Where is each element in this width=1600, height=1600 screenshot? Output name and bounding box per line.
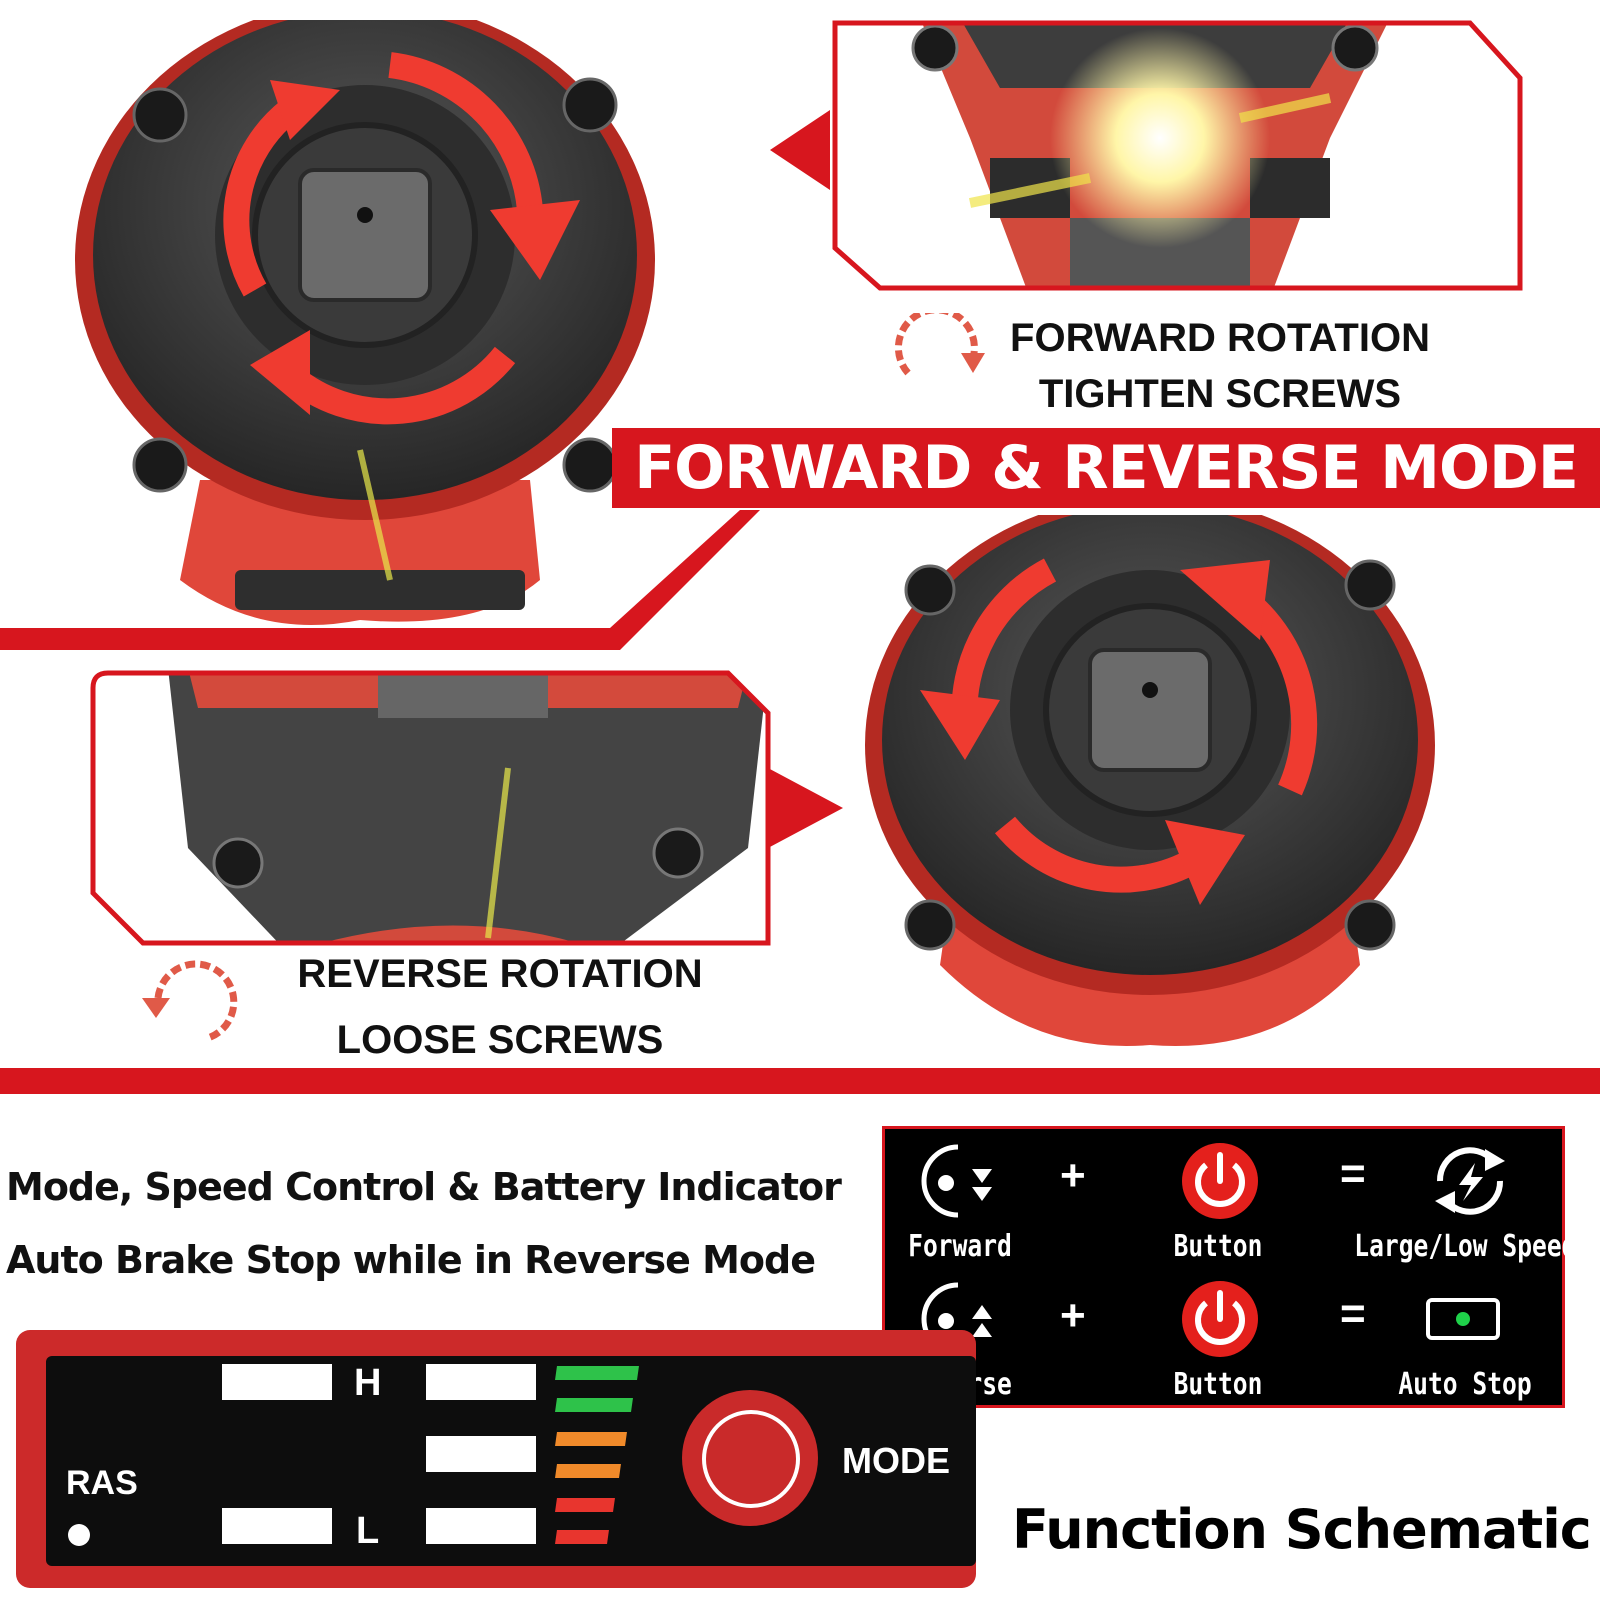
mode-banner-bg xyxy=(612,428,1600,508)
function-schematic-box: Forward + Button = Large/Low Speed Rever… xyxy=(882,1126,1576,1408)
reverse-rotation-subtitle: LOOSE SCREWS xyxy=(336,1018,664,1062)
ras-label: RAS xyxy=(66,1464,138,1502)
battery-bar-1 xyxy=(555,1366,639,1380)
mode-banner-title: FORWARD & REVERSE MODE xyxy=(634,433,1579,503)
mode-button-ring xyxy=(702,1410,800,1508)
schematic-auto-stop-result: Auto Stop xyxy=(1398,1367,1532,1402)
forward-rotation-icon xyxy=(894,313,985,376)
battery-bar-6 xyxy=(555,1530,609,1544)
speed-cycle-icon xyxy=(1435,1147,1505,1215)
low-speed-label: L xyxy=(356,1510,380,1552)
schematic-plus-1: + xyxy=(1060,1151,1086,1200)
section-divider xyxy=(0,1068,1600,1094)
high-speed-label: H xyxy=(354,1362,382,1404)
schematic-equals-2: = xyxy=(1340,1289,1366,1338)
feature-line-auto-brake: Auto Brake Stop while in Reverse Mode xyxy=(6,1238,816,1282)
banner-connector xyxy=(0,510,760,650)
schematic-plus-2: + xyxy=(1060,1291,1086,1340)
auto-stop-led-icon xyxy=(1426,1298,1500,1340)
tool-head-forward-image xyxy=(75,20,655,625)
schematic-speed-result: Large/Low Speed xyxy=(1354,1229,1577,1264)
level-indicator-3 xyxy=(426,1508,536,1544)
battery-bar-4 xyxy=(555,1464,621,1478)
forward-zoom-callout xyxy=(770,20,1523,291)
battery-bar-5 xyxy=(555,1498,615,1512)
level-indicator-1 xyxy=(426,1364,536,1400)
battery-bar-2 xyxy=(555,1398,633,1412)
feature-line-indicators: Mode, Speed Control & Battery Indicator xyxy=(6,1165,842,1209)
battery-bar-3 xyxy=(555,1432,627,1446)
reverse-rotation-title: REVERSE ROTATION xyxy=(297,952,703,996)
forward-rotation-title: FORWARD ROTATION xyxy=(1010,316,1430,360)
schematic-button-label-2: Button xyxy=(1173,1367,1263,1402)
ras-indicator-dot xyxy=(68,1524,90,1546)
schematic-equals-1: = xyxy=(1340,1149,1366,1198)
power-button-icon xyxy=(1182,1143,1258,1219)
low-speed-indicator xyxy=(222,1508,332,1544)
reverse-rotation-icon xyxy=(142,960,238,1042)
reverse-zoom-callout xyxy=(90,670,843,946)
forward-mode-icon xyxy=(921,1144,992,1218)
function-schematic-title: Function Schematic xyxy=(1012,1498,1592,1561)
schematic-button-label-1: Button xyxy=(1173,1229,1263,1264)
mode-label: MODE xyxy=(842,1440,950,1481)
tool-head-reverse-image xyxy=(865,515,1435,1046)
forward-rotation-subtitle: TIGHTEN SCREWS xyxy=(1038,372,1402,416)
high-speed-indicator xyxy=(222,1364,332,1400)
schematic-forward-label: Forward xyxy=(908,1229,1012,1264)
level-indicator-2 xyxy=(426,1436,536,1472)
power-button-icon xyxy=(1182,1281,1258,1357)
